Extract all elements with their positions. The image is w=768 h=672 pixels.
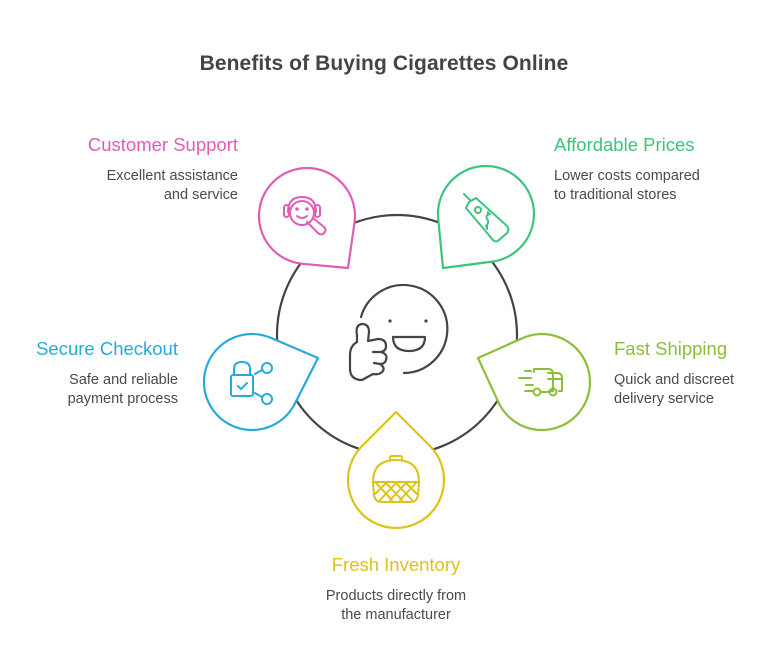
- basket-icon: [372, 455, 420, 503]
- description-line: Quick and discreet: [614, 372, 735, 388]
- teardrop-fresh-inventory: [346, 410, 446, 530]
- benefit-label-fast-shipping: Fast Shipping: [614, 338, 728, 359]
- padlock-share-icon: [230, 361, 273, 405]
- description-line: Excellent assistance: [106, 168, 238, 184]
- benefit-label-secure-checkout: Secure Checkout: [36, 338, 178, 359]
- benefit-description-fast-shipping: Quick and discreet delivery service: [614, 371, 734, 409]
- smiley-thumbs-up-icon: [348, 283, 449, 382]
- description-line: payment process: [67, 391, 178, 407]
- benefit-label-fresh-inventory: Fresh Inventory: [331, 554, 461, 575]
- benefit-label-affordable-prices: Affordable Prices: [554, 134, 695, 155]
- description-line: Products directly from: [325, 588, 467, 604]
- customer-support-headset-icon: [283, 196, 327, 236]
- teardrop-fast-shipping: [476, 332, 592, 432]
- benefit-description-affordable-prices: Lower costs compared to traditional stor…: [554, 167, 700, 205]
- price-tag-icon: [463, 193, 510, 243]
- description-line: Lower costs compared: [554, 168, 700, 184]
- description-line: the manufacturer: [341, 607, 451, 623]
- teardrop-secure-checkout: [202, 332, 320, 432]
- benefit-label-customer-support: Customer Support: [87, 134, 238, 155]
- benefit-description-secure-checkout: Safe and reliable payment process: [68, 371, 178, 409]
- description-line: to traditional stores: [554, 187, 677, 203]
- description-line: delivery service: [614, 391, 714, 407]
- benefit-description-fresh-inventory: Products directly from the manufacturer: [276, 587, 516, 625]
- description-line: and service: [163, 187, 238, 203]
- diagram-title: Benefits of Buying Cigarettes Online: [199, 52, 569, 75]
- teardrop-customer-support: [257, 166, 357, 270]
- description-line: Safe and reliable: [69, 372, 178, 388]
- benefit-description-customer-support: Excellent assistance and service: [107, 167, 238, 205]
- delivery-truck-icon: [518, 368, 563, 397]
